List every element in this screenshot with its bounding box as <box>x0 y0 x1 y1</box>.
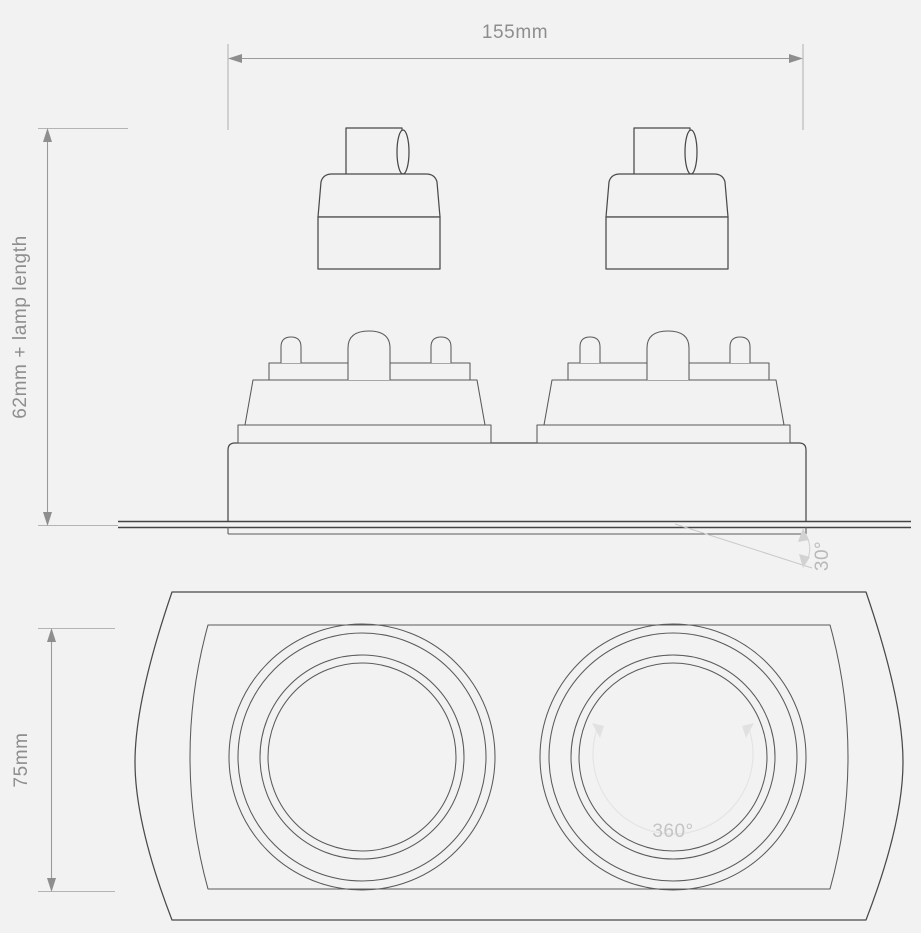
aperture-ring-right-2 <box>548 632 798 882</box>
lamp-body-right <box>605 127 729 270</box>
rotation-arc <box>592 728 754 835</box>
dimension-label-height: 62mm + lamp length <box>10 235 31 418</box>
plan-inner-outline <box>189 624 849 890</box>
arrowhead-top-icon <box>47 628 56 642</box>
housing-outer-shell <box>227 442 807 523</box>
lamp-body-left <box>317 127 441 270</box>
tilt-arrowhead-top-icon <box>798 528 809 542</box>
aperture-ring-left-1 <box>228 623 496 891</box>
gimbal-tab-left-3 <box>430 336 452 363</box>
dimension-depth-75mm: 75mm <box>11 627 115 893</box>
rotation-arrowhead-left-icon <box>592 723 604 738</box>
housing-shell-outline <box>227 442 807 523</box>
plan-outer-outline <box>134 591 904 921</box>
plan-aperture-right <box>539 623 807 891</box>
lamp-shoulder-right <box>605 173 729 218</box>
gimbal-assembly-right <box>536 330 791 444</box>
dimension-label-width: 155mm <box>482 22 548 43</box>
lamp-base-left <box>317 216 441 270</box>
tilt-arrowhead-bottom-icon <box>799 554 810 568</box>
side-elevation-view: 30° <box>118 127 911 571</box>
lamp-base-right <box>605 216 729 270</box>
gimbal-tab-left-1 <box>280 336 302 363</box>
dimension-width-155mm: 155mm <box>227 22 804 130</box>
gimbal-tab-right-1 <box>579 336 601 363</box>
arrowhead-left-icon <box>228 54 242 63</box>
gimbal-tab-right-3 <box>729 336 751 363</box>
plan-view: 360° <box>134 591 904 921</box>
arrowhead-bottom-icon <box>43 512 52 526</box>
dimension-height-62mm: 62mm + lamp length <box>10 127 128 527</box>
aperture-ring-right-1 <box>539 623 807 891</box>
annotation-rotation-360deg: 360° <box>592 723 754 842</box>
arrowhead-bottom-icon <box>47 878 56 892</box>
plan-aperture-left <box>228 623 496 891</box>
tilt-leader-line <box>674 523 813 569</box>
gimbal-tab-right-2 <box>646 330 690 380</box>
dimension-label-depth: 75mm <box>11 732 32 787</box>
rotation-arrowhead-right-icon <box>742 723 754 738</box>
aperture-ring-left-2 <box>237 632 487 882</box>
aperture-ring-right-3 <box>570 654 776 860</box>
annotation-tilt-30deg: 30° <box>674 523 833 571</box>
ceiling-flange <box>118 520 911 535</box>
gimbal-assembly-left <box>237 330 492 444</box>
arrowhead-right-icon <box>789 54 803 63</box>
gimbal-reflector-right <box>543 379 785 426</box>
aperture-ring-left-3 <box>259 654 465 860</box>
rotation-angle-label: 360° <box>652 821 693 842</box>
gimbal-reflector-left <box>244 379 486 426</box>
aperture-ring-right-4 <box>578 662 768 852</box>
aperture-ring-left-4 <box>267 662 457 852</box>
gimbal-tab-left-2 <box>347 330 391 380</box>
arrowhead-top-icon <box>43 128 52 142</box>
lamp-shoulder-left <box>317 173 441 218</box>
tilt-angle-label: 30° <box>812 541 833 571</box>
